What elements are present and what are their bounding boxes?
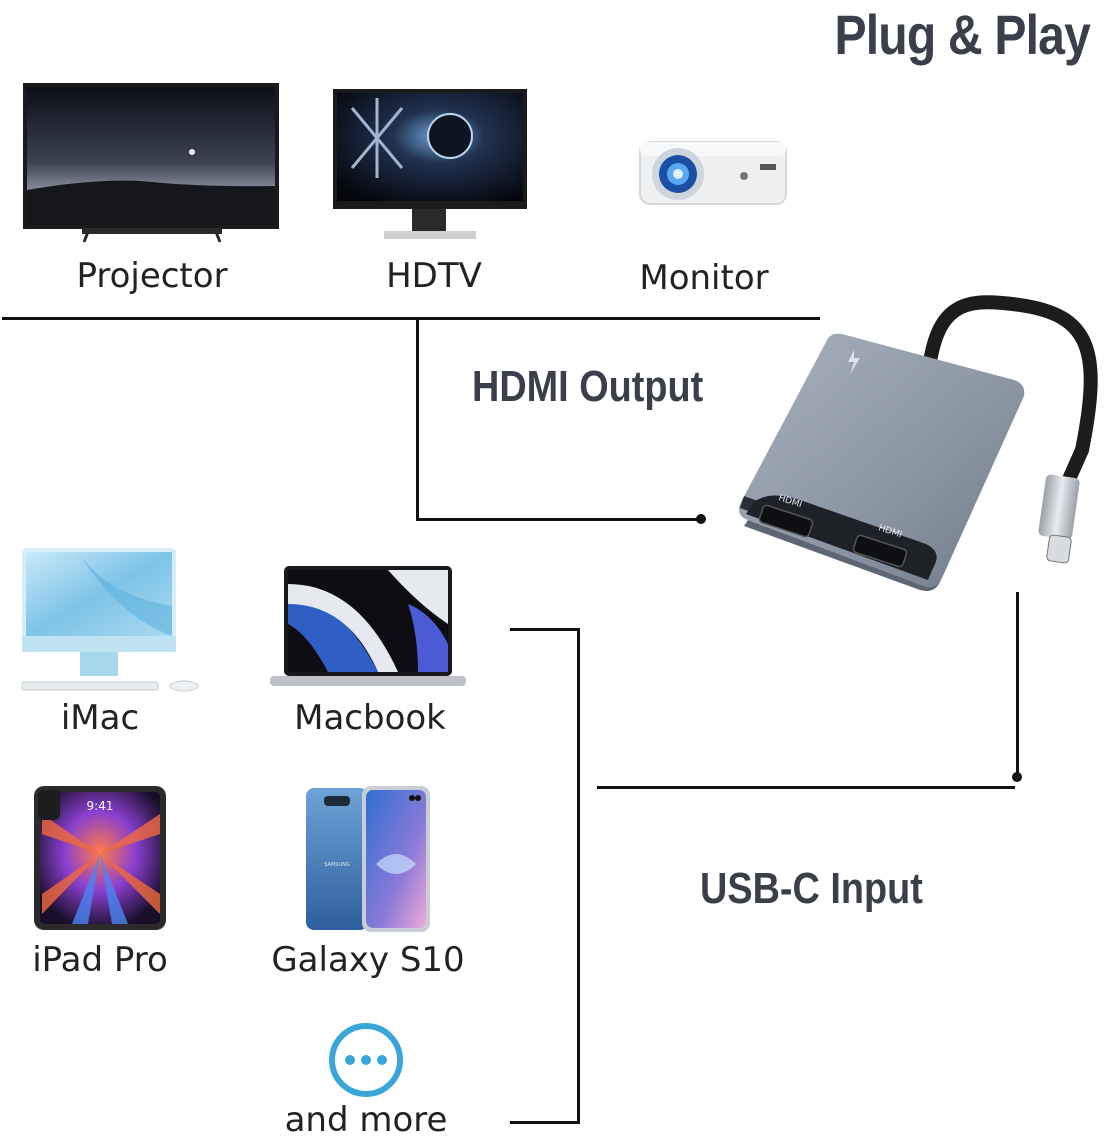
- page-title: Plug & Play: [834, 3, 1090, 66]
- usb-c-hdmi-adapter: HDMI HDMI: [730, 290, 1110, 600]
- device-label-projector: Projector: [76, 256, 228, 296]
- device-label-ipad-pro: iPad Pro: [32, 940, 168, 980]
- output-horizontal-line: [2, 317, 820, 320]
- output-vertical-line: [416, 317, 419, 521]
- output-to-adapter-line: [416, 518, 700, 521]
- more-icon: [326, 1020, 406, 1100]
- projector-icon: [636, 138, 790, 210]
- device-label-and-more: and more: [284, 1100, 448, 1140]
- galaxy-brand-mark: SAMSUNG: [324, 862, 350, 868]
- input-connector-dot: [1012, 772, 1022, 782]
- ipad-icon: 9:41: [32, 784, 168, 932]
- input-bracket-top: [510, 628, 580, 631]
- output-connector-dot: [696, 514, 706, 524]
- device-label-galaxy-s10: Galaxy S10: [271, 940, 465, 980]
- galaxy-icon: SAMSUNG: [304, 784, 434, 934]
- usb-c-input-label: USB-C Input: [700, 864, 923, 913]
- macbook-icon: [268, 564, 468, 688]
- tv-icon: [22, 82, 282, 244]
- input-vertical-line: [1016, 592, 1019, 776]
- input-bracket-bottom: [510, 1121, 580, 1124]
- hdmi-output-label: HDMI Output: [472, 362, 704, 411]
- device-label-monitor: Monitor: [639, 258, 769, 298]
- ipad-time: 9:41: [87, 799, 114, 813]
- device-label-hdtv: HDTV: [386, 256, 482, 296]
- device-label-imac: iMac: [60, 698, 140, 738]
- monitor-icon: [332, 88, 530, 244]
- device-label-macbook: Macbook: [294, 698, 446, 738]
- input-bracket-vertical: [577, 628, 580, 1124]
- input-horizontal-line: [597, 786, 1015, 789]
- imac-icon: [18, 546, 204, 694]
